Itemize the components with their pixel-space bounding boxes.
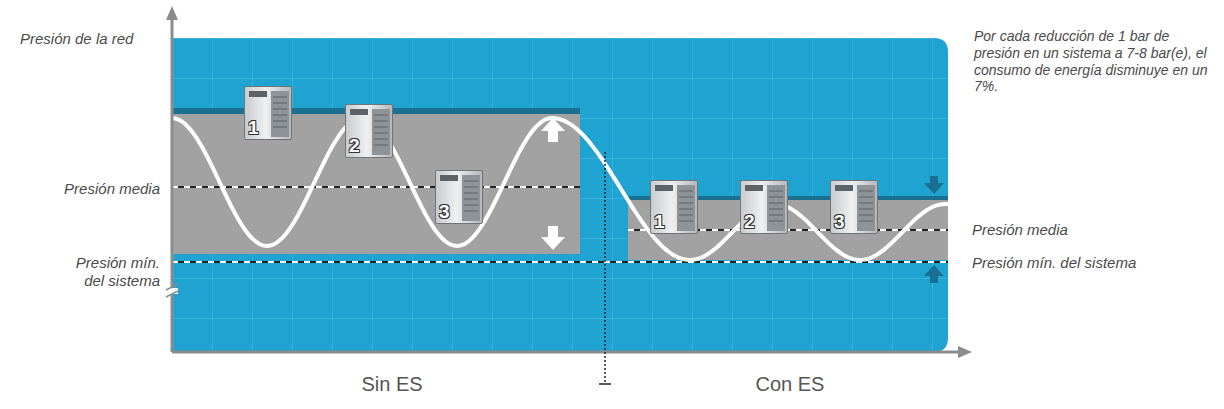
- control-panel: [440, 175, 458, 181]
- vent: [374, 115, 388, 116]
- axis-note: Presión mín. del sistema: [60, 254, 160, 290]
- vent: [464, 187, 478, 188]
- callout-number: 3: [439, 202, 450, 221]
- section-label: Sin ES: [312, 372, 472, 396]
- vent: [273, 103, 287, 104]
- vent: [859, 197, 873, 198]
- up-arrow: [541, 118, 565, 142]
- vent: [273, 97, 287, 98]
- vent: [859, 209, 873, 210]
- vent: [679, 197, 693, 198]
- vent: [769, 221, 783, 222]
- mean-line: [172, 186, 580, 188]
- callout-number: 2: [349, 136, 360, 155]
- y-axis: [171, 14, 174, 352]
- control-panel: [350, 109, 368, 115]
- axis-arrow: [166, 6, 178, 20]
- callout-number: 1: [654, 212, 665, 231]
- pressure-band: [172, 108, 580, 254]
- axis-note: Presión media: [972, 221, 1212, 239]
- side-panel: [677, 185, 695, 231]
- vent: [374, 139, 388, 140]
- control-panel: [835, 185, 853, 191]
- callout-number: 1: [248, 118, 259, 137]
- min-line: [172, 261, 948, 263]
- vent: [769, 191, 783, 192]
- compressor-icon: 2: [345, 104, 393, 158]
- vent: [464, 199, 478, 200]
- vent: [859, 191, 873, 192]
- compressor-icon: 3: [435, 170, 483, 224]
- side-panel: [372, 109, 390, 155]
- axis-note: Presión de la red: [20, 30, 180, 48]
- mean-line: [172, 186, 580, 188]
- control-panel: [655, 185, 673, 191]
- vent: [374, 121, 388, 122]
- divider: [604, 152, 606, 384]
- compressor-icon: 1: [650, 180, 698, 234]
- axis-note: Por cada reducción de 1 bar de presión e…: [974, 28, 1216, 95]
- control-panel: [249, 91, 267, 97]
- vent: [679, 203, 693, 204]
- down-arrow: [541, 226, 565, 250]
- vent: [273, 127, 287, 128]
- vent: [679, 209, 693, 210]
- vent: [273, 109, 287, 110]
- vent: [374, 145, 388, 146]
- vent: [769, 203, 783, 204]
- vent: [679, 191, 693, 192]
- down-arrow: [924, 176, 944, 194]
- vent: [464, 205, 478, 206]
- callout-number: 3: [834, 212, 845, 231]
- compressor-icon: 3: [830, 180, 878, 234]
- min-line: [172, 261, 948, 263]
- section-label: Con ES: [710, 372, 870, 396]
- vent: [769, 215, 783, 216]
- x-axis: [172, 351, 962, 354]
- vent: [374, 127, 388, 128]
- vent: [273, 121, 287, 122]
- compressor-icon: 2: [740, 180, 788, 234]
- vent: [859, 215, 873, 216]
- axis-note: Presión media: [10, 180, 160, 198]
- vent: [679, 221, 693, 222]
- vent: [464, 181, 478, 182]
- vent: [374, 133, 388, 134]
- up-arrow: [924, 265, 944, 283]
- panel: [172, 38, 948, 352]
- callout-number: 2: [744, 212, 755, 231]
- side-panel: [767, 185, 785, 231]
- vent: [769, 209, 783, 210]
- axis-arrow: [958, 346, 972, 358]
- axis-break: [166, 284, 178, 290]
- vent: [679, 215, 693, 216]
- vent: [464, 211, 478, 212]
- axis-note: Presión mín. del sistema: [972, 254, 1217, 272]
- control-panel: [745, 185, 763, 191]
- vent: [769, 197, 783, 198]
- side-panel: [857, 185, 875, 231]
- vent: [859, 221, 873, 222]
- side-panel: [271, 91, 289, 137]
- divider-tick: [599, 383, 611, 385]
- compressor-icon: 1: [244, 86, 292, 140]
- axis-break: [166, 291, 178, 297]
- side-panel: [462, 175, 480, 221]
- vent: [859, 203, 873, 204]
- vent: [273, 115, 287, 116]
- grid: [172, 38, 948, 352]
- vent: [464, 193, 478, 194]
